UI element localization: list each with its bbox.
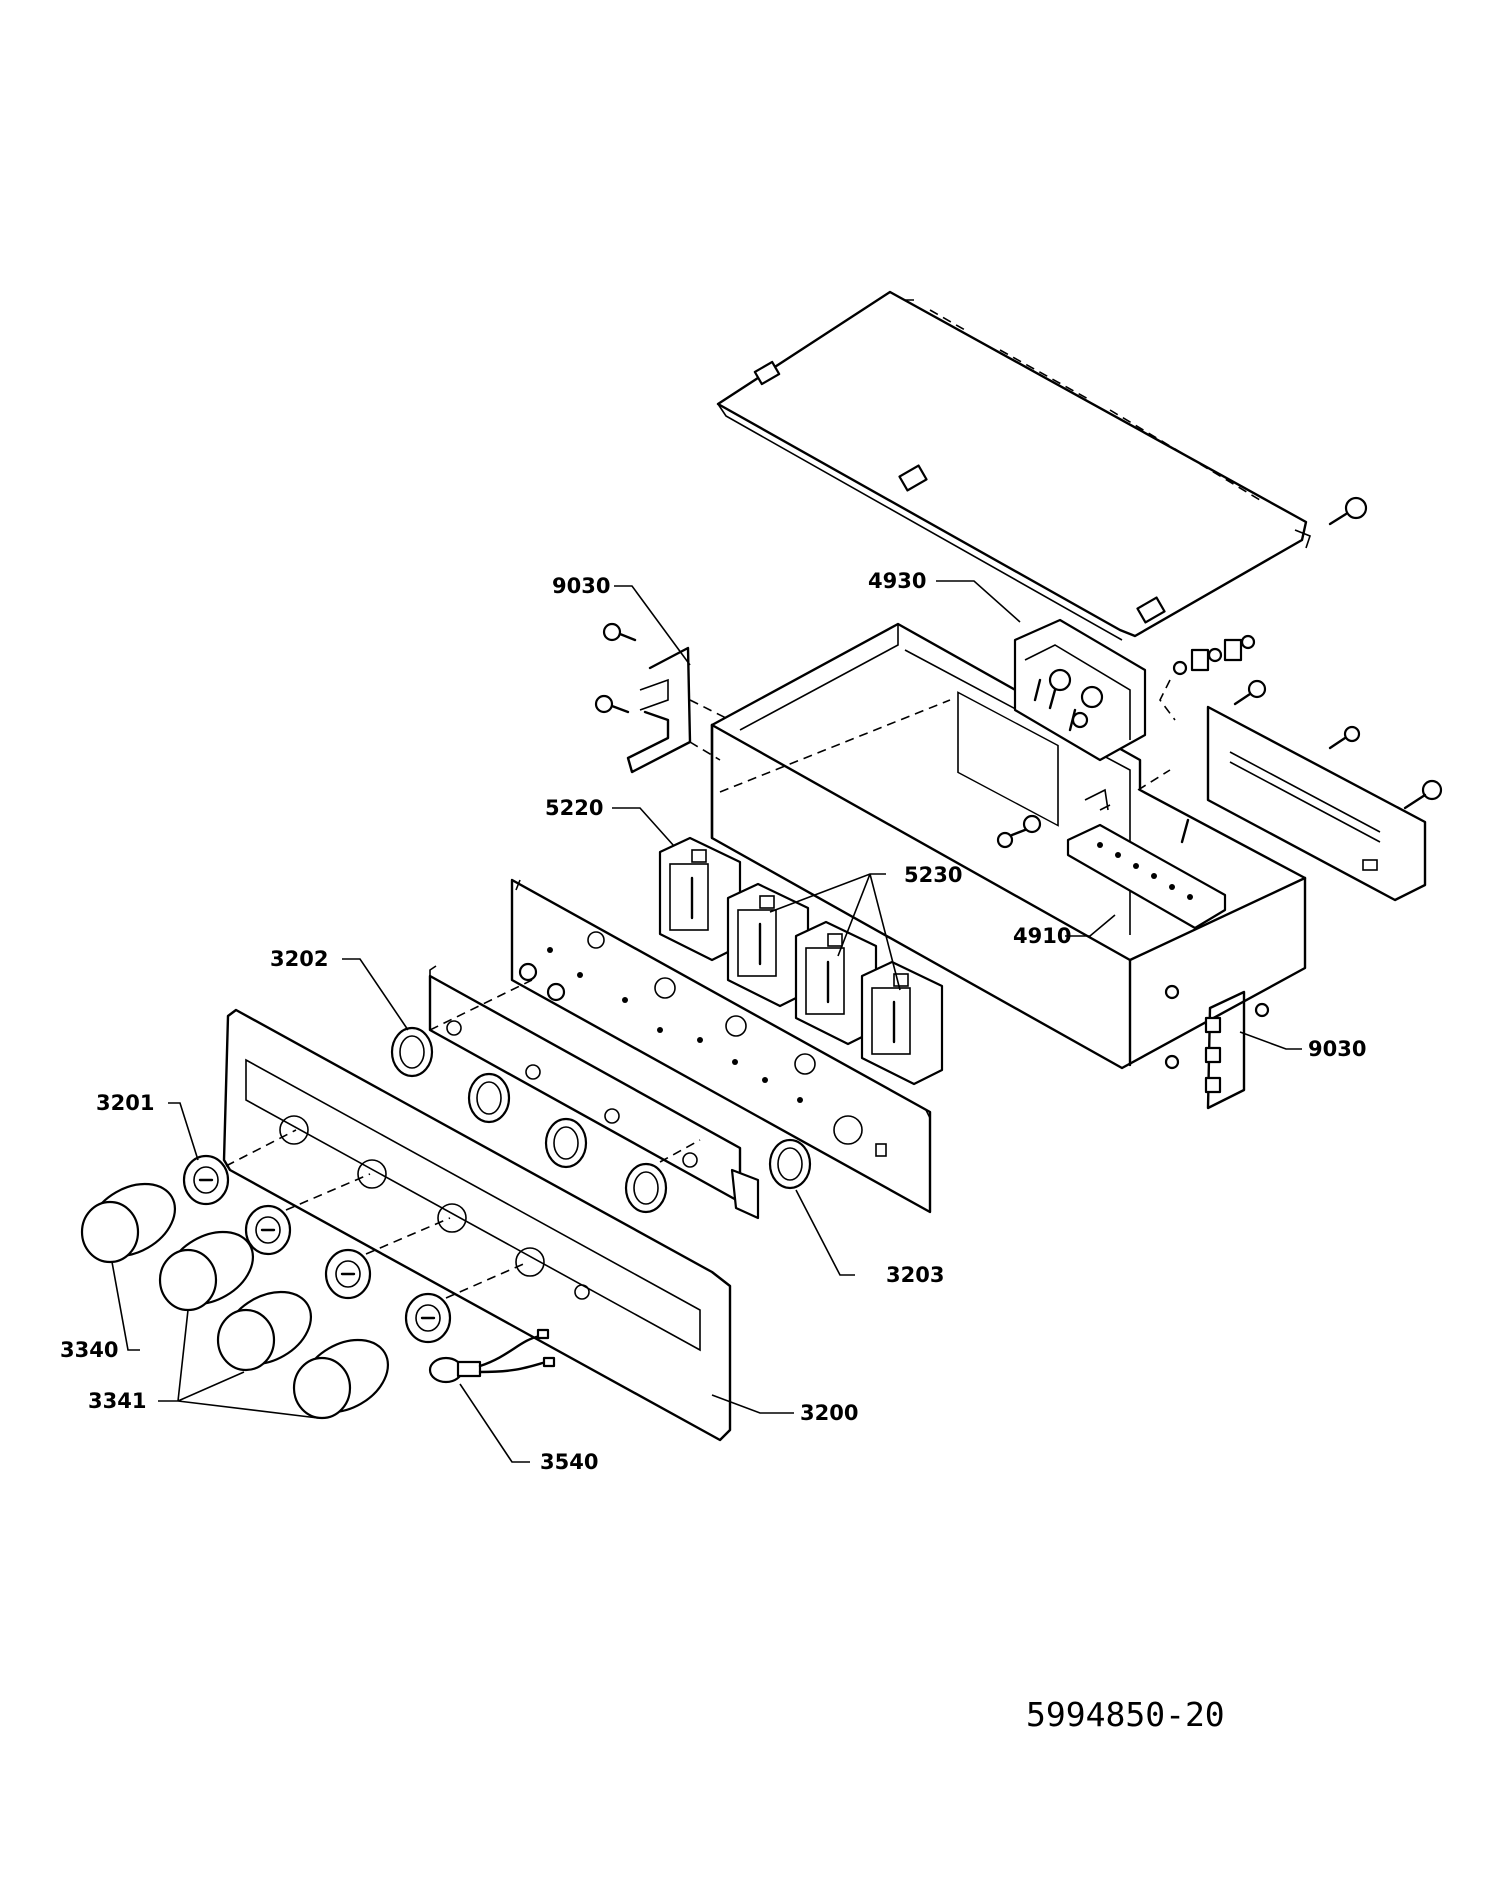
bezel-ring xyxy=(544,1117,588,1169)
mounting-plate xyxy=(510,878,932,1214)
document-number: 5994850-20 xyxy=(1026,1695,1225,1734)
bezel-ring-3202 xyxy=(390,1026,434,1078)
front-bracket xyxy=(428,965,760,1220)
label-3201: 3201 xyxy=(96,1091,154,1115)
label-3203: 3203 xyxy=(886,1263,944,1287)
control-box-housing xyxy=(710,622,1307,1070)
screw-icon xyxy=(518,962,538,982)
switch-module-5230-a xyxy=(726,882,810,1008)
knob-base xyxy=(324,1248,372,1300)
assembly-lines xyxy=(225,979,701,1299)
indicator-lamp-3540 xyxy=(428,1328,556,1384)
label-4930: 4930 xyxy=(868,569,926,593)
leader-lines xyxy=(111,580,1302,1463)
screw-icon xyxy=(1164,1054,1180,1070)
screw-icon xyxy=(1328,496,1368,526)
part-labels: 9030 4930 5220 5230 4910 3202 9030 3201 … xyxy=(60,569,1366,1474)
label-3540: 3540 xyxy=(540,1450,598,1474)
screw-icon xyxy=(1254,1002,1270,1018)
terminal-hardware xyxy=(1159,634,1267,721)
screw-icon xyxy=(1403,779,1443,810)
screw-icon xyxy=(594,694,630,714)
label-3340: 3340 xyxy=(60,1338,118,1362)
control-knob-3341 xyxy=(216,1290,313,1372)
screw-icon xyxy=(1328,725,1361,750)
label-5230: 5230 xyxy=(904,863,962,887)
screw-icon xyxy=(1164,984,1180,1000)
label-5220: 5220 xyxy=(545,796,603,820)
label-9030-right: 9030 xyxy=(1308,1037,1366,1061)
label-4910: 4910 xyxy=(1013,924,1071,948)
label-3200: 3200 xyxy=(800,1401,858,1425)
switch-module-5230-c xyxy=(860,960,944,1086)
knob-base xyxy=(404,1292,452,1344)
bezel-ring xyxy=(467,1072,511,1124)
screw-icon xyxy=(546,982,566,1002)
bracket-9030-left xyxy=(594,622,731,774)
terminal-strip-4910 xyxy=(996,788,1227,930)
top-cover xyxy=(716,290,1368,641)
label-3202: 3202 xyxy=(270,947,328,971)
side-plate xyxy=(1206,705,1443,902)
switch-module-5230-b xyxy=(794,920,878,1046)
control-knob-3340 xyxy=(80,1182,177,1264)
screw-icon xyxy=(996,826,1032,849)
bezel-ring xyxy=(624,1162,668,1214)
bracket-9030-right xyxy=(1164,984,1270,1110)
label-9030-top: 9030 xyxy=(552,574,610,598)
bezel-ring-3203 xyxy=(768,1138,812,1190)
screw-icon xyxy=(1233,679,1267,706)
control-knob-3341 xyxy=(292,1338,390,1420)
control-panel-3200 xyxy=(222,1008,732,1442)
knob-base xyxy=(244,1204,292,1256)
terminal-block-4930 xyxy=(1013,618,1147,762)
screw-icon xyxy=(602,622,637,642)
knob-base-3201 xyxy=(182,1154,230,1206)
label-3341: 3341 xyxy=(88,1389,146,1413)
